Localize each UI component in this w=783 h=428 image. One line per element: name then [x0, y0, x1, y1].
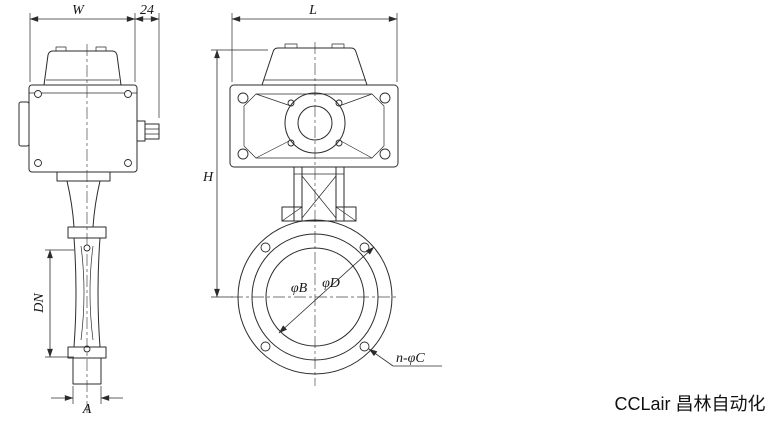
corner-screw [237, 92, 249, 104]
boss-screw [335, 139, 343, 147]
cap-tab [95, 46, 107, 52]
actuator-body-side [28, 84, 138, 173]
housing-contour [243, 93, 385, 159]
dim-w-extension-lines [29, 13, 136, 82]
indicator-outer-circle [284, 92, 346, 154]
side-cover [18, 101, 30, 147]
boss-screw [287, 139, 295, 147]
flange-outer-circle [237, 219, 393, 375]
screw [34, 159, 42, 167]
dim-a-label: A [82, 402, 92, 417]
dim-bolt-holes: n-φC [368, 348, 442, 367]
actuator-body-front [229, 84, 399, 168]
dim-diameter-leader [278, 246, 375, 334]
dim-h-extension-lines [211, 49, 268, 298]
dim-phi-d-label: φD [322, 276, 340, 291]
actuator-cap-side [43, 50, 122, 86]
screw [34, 90, 42, 98]
dim-h: H [202, 49, 268, 298]
bolt-hole [359, 341, 370, 352]
bracket-cross-brace [301, 175, 337, 219]
brand-text: CCLair 昌林自动化 [614, 394, 765, 414]
valve-lower-body [72, 357, 102, 385]
indicator-inner-circle [297, 105, 333, 141]
dim-w: W [29, 3, 136, 82]
dim-l-label: L [308, 3, 317, 18]
bracket-foot-right [335, 206, 357, 222]
dim-a: A [51, 386, 123, 417]
corner-screw [379, 92, 391, 104]
dim-n-phi-c-label: n-φC [396, 351, 425, 366]
mount-flange-side [56, 171, 111, 182]
actuator-front [229, 43, 399, 168]
dim-h-label: H [202, 170, 214, 185]
cable-gland-base [136, 120, 146, 142]
dim-dn: DN [32, 249, 74, 358]
side-view: W 24 DN A [18, 3, 160, 417]
disc-arc-left [80, 245, 85, 341]
front-view: L H φB φD n-φC [202, 3, 442, 386]
valve-top-flange [67, 226, 107, 239]
boss-screw [287, 99, 295, 107]
cable-gland-nut [144, 123, 160, 140]
dim-dn-extension-lines [45, 249, 74, 358]
dim-l-extension-lines [231, 13, 398, 82]
casting-ribs [255, 93, 373, 159]
disc-arc-right [89, 245, 94, 341]
valve-edge-left [73, 237, 77, 348]
mounting-bracket-front [281, 166, 357, 222]
dim-a-extension-lines [72, 386, 102, 404]
boss-screw [335, 99, 343, 107]
corner-screw [379, 148, 391, 160]
dim-l: L [231, 3, 398, 82]
cap-tab [55, 46, 67, 52]
bolt-hole [260, 341, 271, 352]
dim-24-label: 24 [140, 3, 154, 18]
dim-diameters: φB φD [278, 246, 375, 334]
gland-hex-lines [145, 128, 159, 135]
bracket-legs [293, 166, 345, 222]
bolt-hole [359, 242, 370, 253]
screw [124, 90, 132, 98]
corner-screw [237, 148, 249, 160]
dim-dn-label: DN [32, 293, 47, 314]
valve-edge-right [97, 237, 101, 348]
screw [124, 159, 132, 167]
neck-right [92, 180, 101, 228]
bolt-hole-leader [368, 348, 394, 367]
valve-body-side [67, 226, 107, 385]
dim-phi-b-label: φB [291, 281, 308, 296]
actuator-cap-front [261, 47, 368, 86]
cap-tab [284, 43, 298, 49]
bracket-foot-left [281, 206, 303, 222]
dim-w-label: W [72, 3, 85, 18]
neck-left [66, 180, 75, 228]
cap-tab [331, 43, 345, 49]
actuator-side [18, 46, 160, 228]
dim-24: 24 [134, 3, 160, 118]
foot-gussets [281, 206, 357, 222]
bolt-hole [260, 242, 271, 253]
shaft-end-top [83, 244, 91, 252]
flange-raised-face-circle [251, 233, 379, 361]
